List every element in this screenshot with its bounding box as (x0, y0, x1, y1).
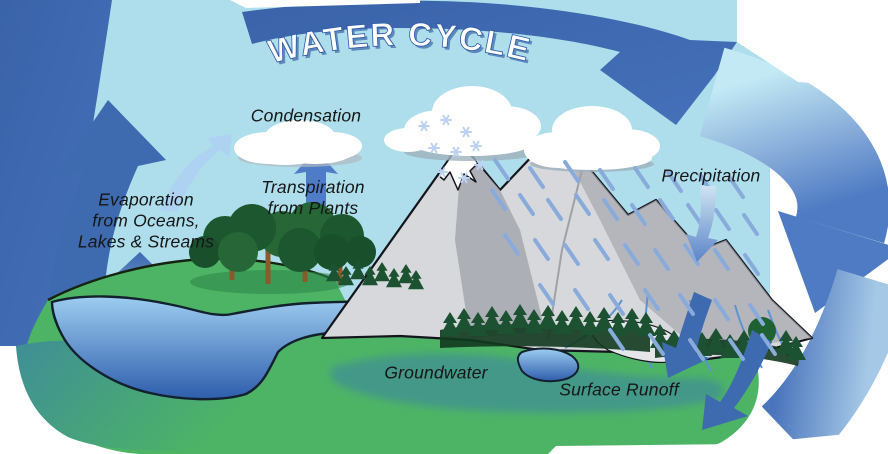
cycle-band-top (242, 0, 737, 125)
label-evaporation: Evaporation from Oceans, Lakes & Streams (78, 190, 214, 253)
label-evaporation-line1: Evaporation (98, 189, 194, 210)
right-cycle-arrow-tail (761, 268, 888, 454)
label-precipitation: Precipitation (661, 165, 761, 186)
label-evaporation-line3: Lakes & Streams (77, 231, 215, 252)
evaporation-arrow (50, 100, 166, 300)
right-cycle-arrow (698, 47, 888, 454)
label-transpiration: Transpiration from Plants (261, 177, 364, 219)
mountain-shadow-facet (455, 146, 545, 338)
cycle-band-left (0, 0, 112, 350)
label-groundwater: Groundwater (384, 362, 488, 383)
transpiration-arrow (294, 150, 338, 228)
label-transpiration-line1: Transpiration (261, 177, 365, 197)
label-surface-runoff: Surface Runoff (559, 379, 679, 400)
groundwater-shade-center (330, 353, 724, 413)
precipitation-arrow (686, 186, 718, 262)
label-condensation: Condensation (250, 105, 362, 126)
pond (516, 347, 580, 383)
deciduous-trees (189, 202, 376, 294)
condensation-arrow (160, 134, 232, 212)
label-transpiration-line2: from Plants (267, 198, 359, 218)
mountain-crease (547, 161, 585, 341)
rain-cloud-right (524, 106, 660, 172)
runoff-arrow-2 (702, 330, 772, 430)
condensation-cloud (234, 120, 362, 167)
label-evaporation-line2: from Oceans, (92, 210, 200, 231)
rain-cloud-left (384, 86, 541, 161)
